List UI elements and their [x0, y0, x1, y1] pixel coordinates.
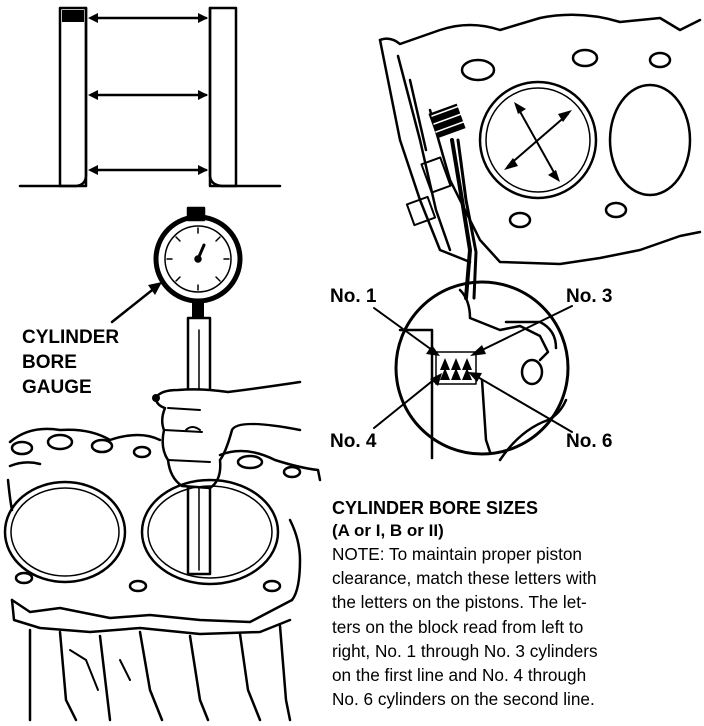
note-block: CYLINDER BORE SIZES (A or I, B or II) NO…: [332, 497, 702, 711]
note-line: the letters on the pistons. The let-: [332, 592, 587, 613]
label-gauge: GAUGE: [22, 377, 92, 398]
label-no1: No. 1: [330, 286, 377, 307]
hand-illustration: [152, 380, 302, 490]
label-no4: No. 4: [330, 431, 377, 452]
gauge-pointer-arrow: [110, 282, 162, 324]
cylinder-section-diagram: [18, 6, 282, 188]
label-no6: No. 6: [566, 431, 613, 452]
block-top-view-illustration: [378, 13, 702, 300]
note-line: No. 6 cylinders on the second line.: [332, 689, 595, 710]
note-line: ters on the block read from left to: [332, 616, 584, 637]
note-line: right, No. 1 through No. 3 cylinders: [332, 640, 598, 661]
label-bore: BORE: [22, 352, 77, 373]
note-line: on the first line and No. 4 through: [332, 665, 587, 686]
note-line: NOTE: To maintain proper piston: [332, 544, 582, 564]
note-title: CYLINDER BORE SIZES: [332, 498, 539, 518]
magnified-detail: [394, 280, 570, 462]
note-line: clearance, match these letters with: [332, 568, 597, 589]
engine-block-illustration: [3, 427, 322, 722]
label-cylinder: CYLINDER: [22, 327, 120, 348]
note-subtitle: (A or I, B or II): [332, 521, 444, 540]
callout-arrows: [373, 305, 573, 433]
label-no3: No. 3: [566, 286, 613, 307]
